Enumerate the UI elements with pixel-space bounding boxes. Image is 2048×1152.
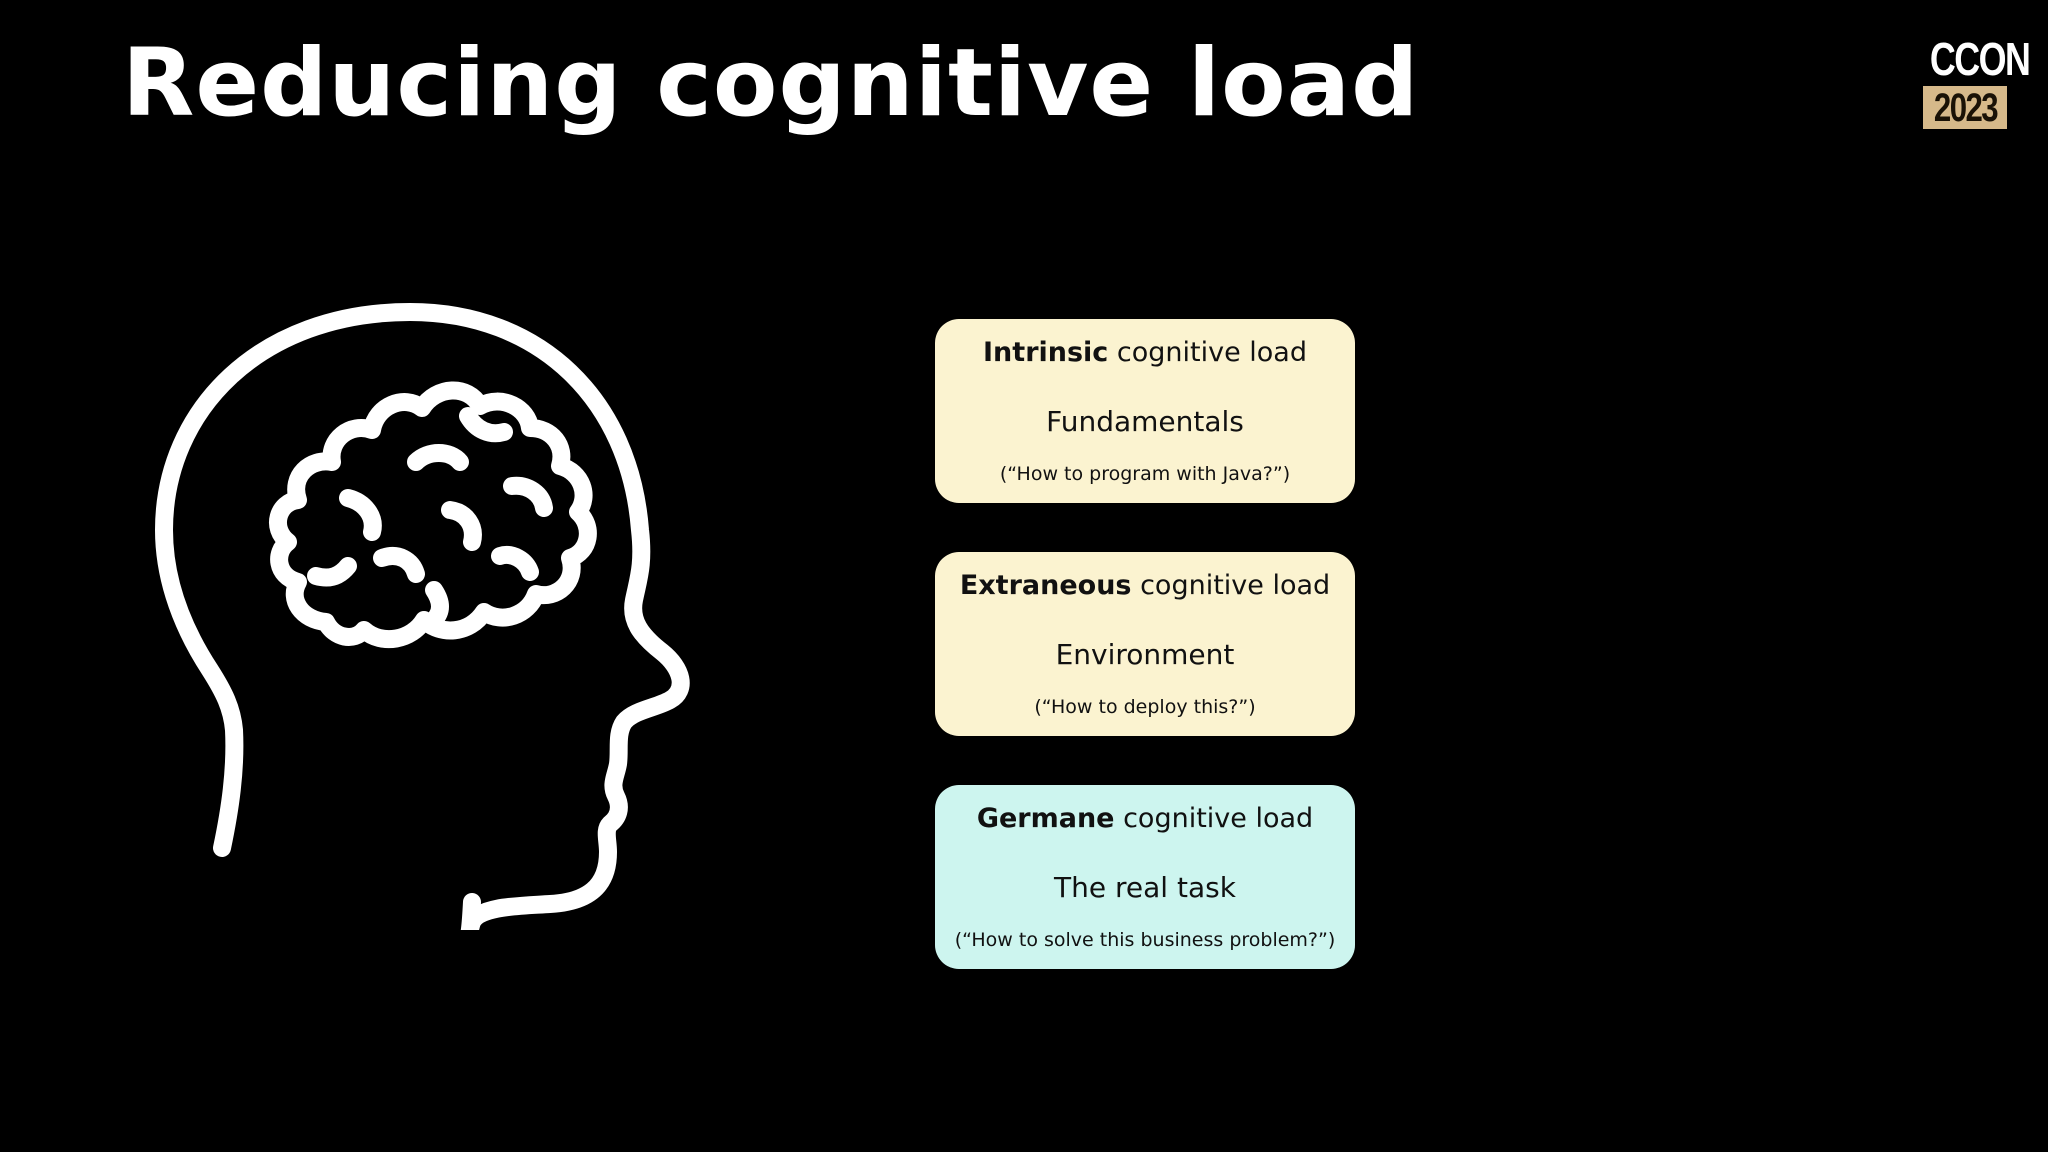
brain-fold bbox=[373, 547, 425, 583]
card-subtitle: The real task bbox=[1054, 871, 1236, 904]
brain-fold bbox=[307, 557, 357, 587]
brain-outline bbox=[269, 381, 597, 648]
card-heading-rest: cognitive load bbox=[1108, 337, 1307, 368]
card-heading: Germane cognitive load bbox=[935, 803, 1355, 834]
card-keyword: Extraneous bbox=[959, 570, 1132, 601]
brain-fold bbox=[425, 581, 449, 629]
brain-fold bbox=[491, 546, 539, 581]
card-extraneous-load: Extraneous cognitive load Environment (“… bbox=[935, 552, 1355, 736]
card-heading-rest: cognitive load bbox=[1114, 803, 1314, 834]
brain-fold bbox=[459, 407, 513, 443]
logo-text-year: 2023 bbox=[1933, 86, 1998, 130]
card-keyword: Germane bbox=[976, 803, 1115, 834]
brain-fold bbox=[339, 489, 382, 541]
card-example: (“How to deploy this?”) bbox=[1034, 696, 1256, 718]
logo-text-ccon: CCON bbox=[1929, 33, 2031, 85]
card-heading: Extraneous cognitive load bbox=[935, 570, 1355, 601]
card-heading-rest: cognitive load bbox=[1131, 570, 1331, 601]
logo-year-badge: 2023 bbox=[1923, 86, 2007, 129]
head-with-brain-icon bbox=[155, 303, 690, 930]
brain-fold bbox=[407, 444, 469, 471]
brain-fold bbox=[441, 501, 482, 551]
card-subtitle: Environment bbox=[1055, 638, 1235, 671]
head-outline bbox=[155, 303, 690, 930]
card-example: (“How to solve this business problem?”) bbox=[954, 929, 1336, 951]
slide-title: Reducing cognitive load bbox=[122, 29, 1420, 138]
ccon-2023-logo: CCON 2023 bbox=[1920, 33, 2031, 129]
card-subtitle: Fundamentals bbox=[1046, 405, 1244, 438]
brain-fold bbox=[503, 476, 553, 517]
card-germane-load: Germane cognitive load The real task (“H… bbox=[935, 785, 1355, 969]
card-keyword: Intrinsic bbox=[983, 337, 1109, 368]
card-example: (“How to program with Java?”) bbox=[999, 463, 1291, 485]
card-intrinsic-load: Intrinsic cognitive load Fundamentals (“… bbox=[935, 319, 1355, 503]
card-heading: Intrinsic cognitive load bbox=[935, 337, 1355, 368]
